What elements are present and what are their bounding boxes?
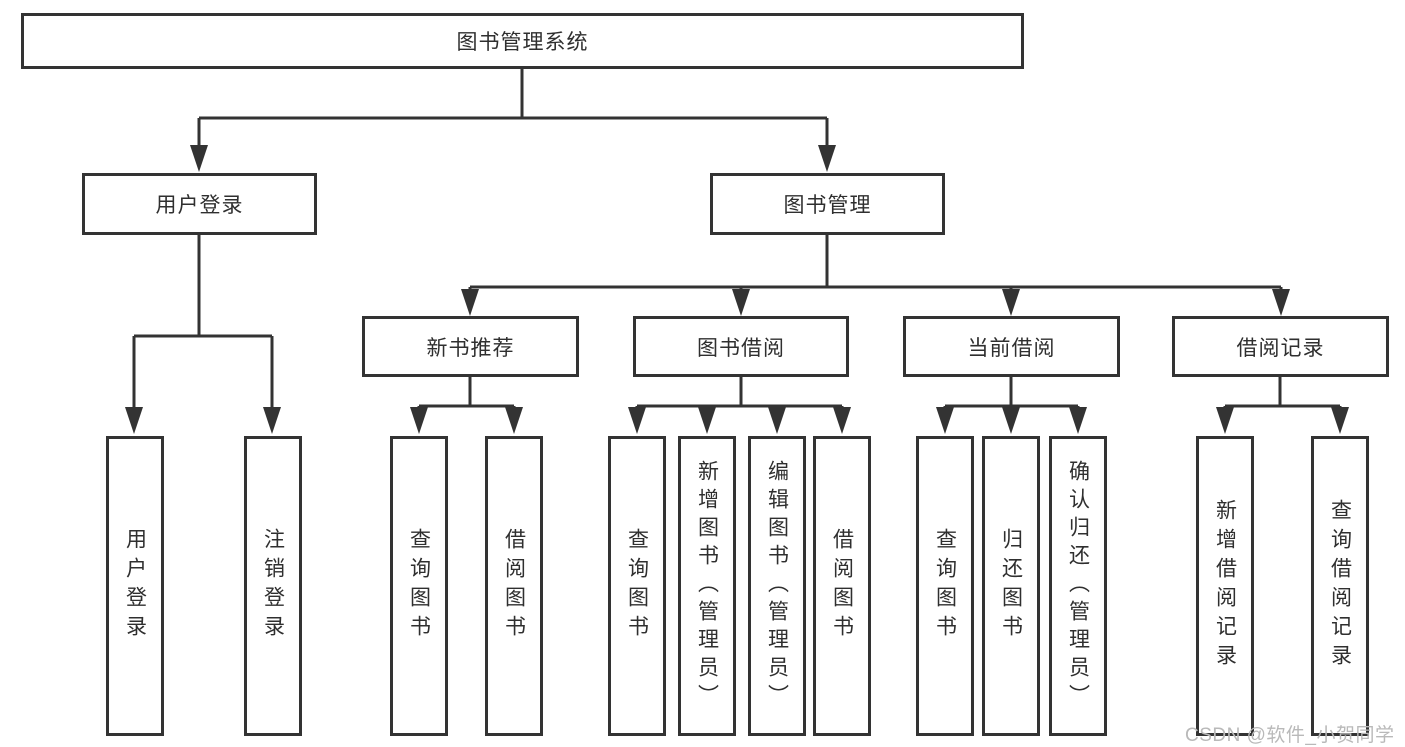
leaf-nb-borrow-books: 借阅图书 — [485, 436, 543, 736]
leaf-logout: 注销登录 — [244, 436, 302, 736]
leaf-cb-confirm-return-admin: 确认归还（管理员） — [1049, 436, 1107, 736]
leaf-cb-return-books-label: 归还图书 — [999, 528, 1023, 644]
leaf-bb-query-books-label: 查询图书 — [625, 528, 649, 644]
node-book-management: 图书管理 — [710, 173, 945, 235]
leaf-cb-query-books: 查询图书 — [916, 436, 974, 736]
leaf-cb-query-books-label: 查询图书 — [933, 528, 957, 644]
leaf-cb-return-books: 归还图书 — [982, 436, 1040, 736]
leaf-nb-borrow-books-label: 借阅图书 — [502, 528, 526, 644]
leaf-br-add-record: 新增借阅记录 — [1196, 436, 1254, 736]
leaf-bb-add-books-admin-label: 新增图书（管理员） — [695, 460, 719, 712]
leaf-br-query-record: 查询借阅记录 — [1311, 436, 1369, 736]
leaf-br-query-record-label: 查询借阅记录 — [1328, 499, 1352, 673]
leaf-bb-borrow-books-label: 借阅图书 — [830, 528, 854, 644]
leaf-nb-query-books: 查询图书 — [390, 436, 448, 736]
leaf-bb-add-books-admin: 新增图书（管理员） — [678, 436, 736, 736]
leaf-user-login-label: 用户登录 — [123, 528, 147, 644]
leaf-br-add-record-label: 新增借阅记录 — [1213, 499, 1237, 673]
leaf-bb-edit-books-admin-label: 编辑图书（管理员） — [765, 460, 789, 712]
leaf-bb-borrow-books: 借阅图书 — [813, 436, 871, 736]
leaf-nb-query-books-label: 查询图书 — [407, 528, 431, 644]
leaf-logout-label: 注销登录 — [261, 528, 285, 644]
node-user-login: 用户登录 — [82, 173, 317, 235]
node-book-borrowing: 图书借阅 — [633, 316, 849, 377]
leaf-bb-edit-books-admin: 编辑图书（管理员） — [748, 436, 806, 736]
node-library-system: 图书管理系统 — [21, 13, 1024, 69]
leaf-user-login: 用户登录 — [106, 436, 164, 736]
node-borrowing-records: 借阅记录 — [1172, 316, 1389, 377]
node-current-borrowing: 当前借阅 — [903, 316, 1120, 377]
csdn-watermark: CSDN @软件_小贺同学 — [1185, 725, 1395, 746]
leaf-bb-query-books: 查询图书 — [608, 436, 666, 736]
node-new-book-recommendation: 新书推荐 — [362, 316, 579, 377]
leaf-cb-confirm-return-admin-label: 确认归还（管理员） — [1066, 460, 1090, 712]
